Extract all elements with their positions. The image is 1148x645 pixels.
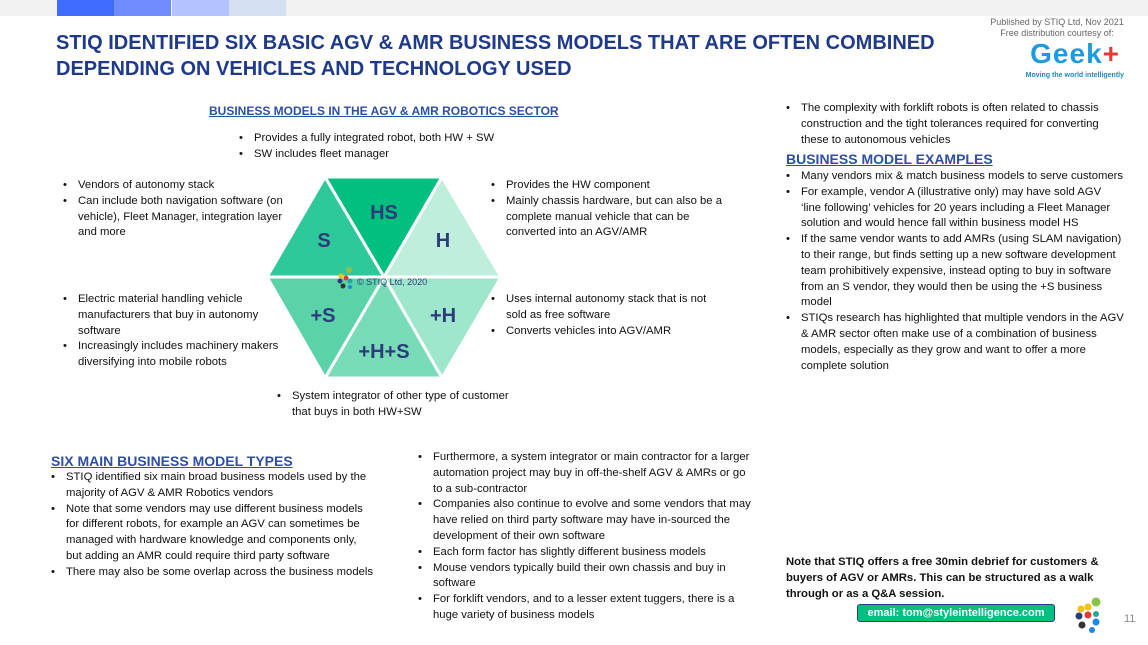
stiq-logo-icon [337, 267, 353, 289]
list-item: If the same vendor wants to add AMRs (us… [779, 232, 1124, 311]
list-item: Mainly chassis hardware, but can also be… [484, 194, 724, 241]
six-types-list: STIQ identified six main broad business … [44, 470, 374, 581]
distribution-text: Free distribution courtesy of: [1000, 28, 1114, 38]
page-title: STIQ IDENTIFIED SIX BASIC AGV & AMR BUSI… [56, 32, 935, 80]
plus-hs-description: System integrator of other type of custo… [270, 389, 510, 421]
logo-tagline: Moving the world intelligently [1025, 72, 1124, 79]
copyright-text: © STIQ Ltd, 2020 [357, 277, 427, 287]
geek-logo: Geek+ [1030, 38, 1120, 70]
label-plus-h: +H [430, 305, 456, 327]
bar-segment [57, 0, 114, 16]
published-text: Published by STIQ Ltd, Nov 2021 [990, 17, 1124, 27]
middle-list: Furthermore, a system integrator or main… [411, 450, 751, 624]
plus-h-description: Uses internal autonomy stack that is not… [484, 292, 724, 339]
hs-description: Provides a fully integrated robot, both … [232, 131, 562, 163]
list-item: Each form factor has slightly different … [411, 545, 751, 561]
list-item: Provides the HW component [484, 178, 724, 194]
list-item: STIQs research has highlighted that mult… [779, 311, 1124, 374]
top-color-bar [0, 0, 1148, 16]
examples-heading: BUSINESS MODEL EXAMPLES [786, 151, 993, 167]
list-item: Can include both navigation software (on… [56, 194, 296, 241]
list-item: Mouse vendors typically build their own … [411, 561, 751, 593]
debrief-note: Note that STIQ offers a free 30min debri… [786, 556, 1099, 600]
h-description: Provides the HW component Mainly chassis… [484, 178, 724, 241]
six-types-heading: SIX MAIN BUSINESS MODEL TYPES [51, 453, 293, 469]
list-item: Note that some vendors may use different… [44, 502, 374, 565]
bar-segment [172, 0, 229, 16]
list-item: Provides a fully integrated robot, both … [232, 131, 562, 147]
list-item: Increasingly includes machinery makers d… [56, 339, 301, 371]
list-item: Uses internal autonomy stack that is not… [484, 292, 724, 324]
list-item: The complexity with forklift robots is o… [779, 101, 1124, 148]
list-item: For example, vendor A (illustrative only… [779, 185, 1124, 232]
page-number: 11 [1124, 613, 1136, 625]
label-h: H [436, 230, 450, 252]
email-button[interactable]: email: tom@styleintelligence.com [857, 604, 1055, 622]
bar-segment [114, 0, 171, 16]
examples-list: Many vendors mix & match business models… [779, 169, 1124, 374]
bar-segment [229, 0, 286, 16]
forklift-note: The complexity with forklift robots is o… [779, 101, 1124, 148]
list-item: System integrator of other type of custo… [270, 389, 510, 421]
stiq-logo-icon [1075, 597, 1101, 633]
list-item: Vendors of autonomy stack [56, 178, 296, 194]
list-item: Converts vehicles into AGV/AMR [484, 324, 724, 340]
segment-s [264, 174, 387, 279]
s-description: Vendors of autonomy stack Can include bo… [56, 178, 296, 241]
list-item: SW includes fleet manager [232, 147, 562, 163]
list-item: For forklift vendors, and to a lesser ex… [411, 592, 751, 624]
list-item: Furthermore, a system integrator or main… [411, 450, 751, 497]
list-item: Electric material handling vehicle manuf… [56, 292, 301, 339]
label-plus-hs: +H+S [358, 341, 409, 363]
logo-text: Geek [1030, 38, 1103, 69]
label-plus-s: +S [310, 305, 335, 327]
list-item: Many vendors mix & match business models… [779, 169, 1124, 185]
list-item: Companies also continue to evolve and so… [411, 497, 751, 544]
label-s: S [317, 230, 330, 252]
logo-plus: + [1102, 38, 1120, 69]
diagram-heading: BUSINESS MODELS IN THE AGV & AMR ROBOTIC… [209, 104, 559, 118]
list-item: STIQ identified six main broad business … [44, 470, 374, 502]
list-item: There may also be some overlap across th… [44, 565, 374, 581]
plus-s-description: Electric material handling vehicle manuf… [56, 292, 301, 371]
label-hs: HS [370, 202, 398, 224]
publisher-info: Published by STIQ Ltd, Nov 2021 Free dis… [982, 17, 1132, 39]
